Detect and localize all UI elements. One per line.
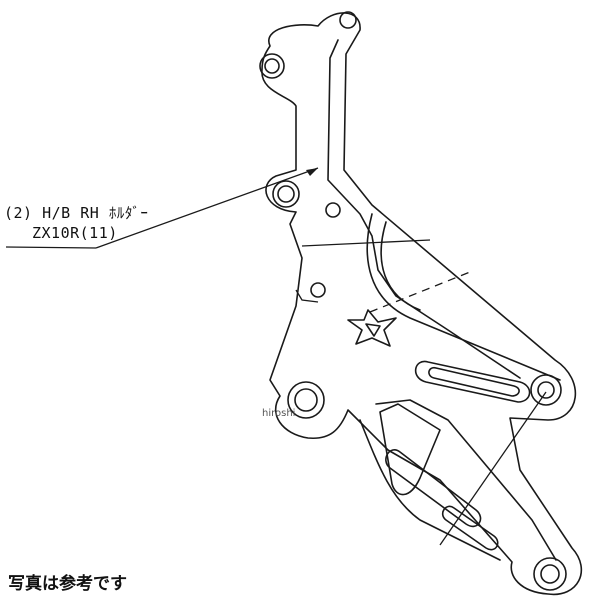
- part-label-line2: ZX10R(11): [32, 224, 118, 242]
- mid-slot: [385, 449, 482, 528]
- star-emblem: [347, 309, 397, 347]
- recess-arc-inner: [380, 221, 421, 311]
- bend-line: [295, 289, 319, 303]
- hole-right-outer: [530, 374, 562, 406]
- part-label-line1: (2) H/B RH ﾎﾙﾀﾞｰ: [4, 204, 149, 222]
- hole-top-right: [339, 11, 357, 29]
- hole-top-left-inner: [264, 58, 280, 74]
- center-dashed-line: [369, 271, 471, 313]
- hole-top-left-outer: [259, 53, 285, 79]
- hole-mid-left-outer: [272, 180, 300, 208]
- hole-pivot-inner: [294, 388, 318, 412]
- reference-note: 写真は参考です: [8, 574, 127, 594]
- projection-line: [439, 391, 547, 546]
- leader-arrowhead: [306, 168, 318, 176]
- label-underline: [5, 246, 97, 249]
- watermark-text: hiroshi: [262, 408, 296, 419]
- hole-right-inner: [537, 381, 555, 399]
- leader-line: [95, 167, 319, 249]
- hole-pivot-outer: [287, 381, 325, 419]
- hole-mid-small: [325, 202, 341, 218]
- star-emblem-inner: [365, 323, 381, 337]
- lower-slot: [441, 505, 499, 551]
- lower-opening: [379, 403, 441, 496]
- upper-step-contour: [327, 39, 521, 379]
- hole-bottom-outer: [533, 557, 567, 591]
- reference-line: [301, 239, 431, 247]
- hole-bottom-inner: [540, 564, 560, 584]
- hole-lower-small: [310, 282, 326, 298]
- lower-arm-edge: [375, 399, 557, 561]
- lower-arm-edge-2: [359, 419, 501, 561]
- recess-arc: [366, 213, 561, 381]
- upper-slot-inner: [428, 366, 520, 397]
- bracket-outline: [261, 12, 583, 596]
- hole-mid-left-inner: [277, 185, 295, 203]
- upper-slot: [414, 360, 531, 403]
